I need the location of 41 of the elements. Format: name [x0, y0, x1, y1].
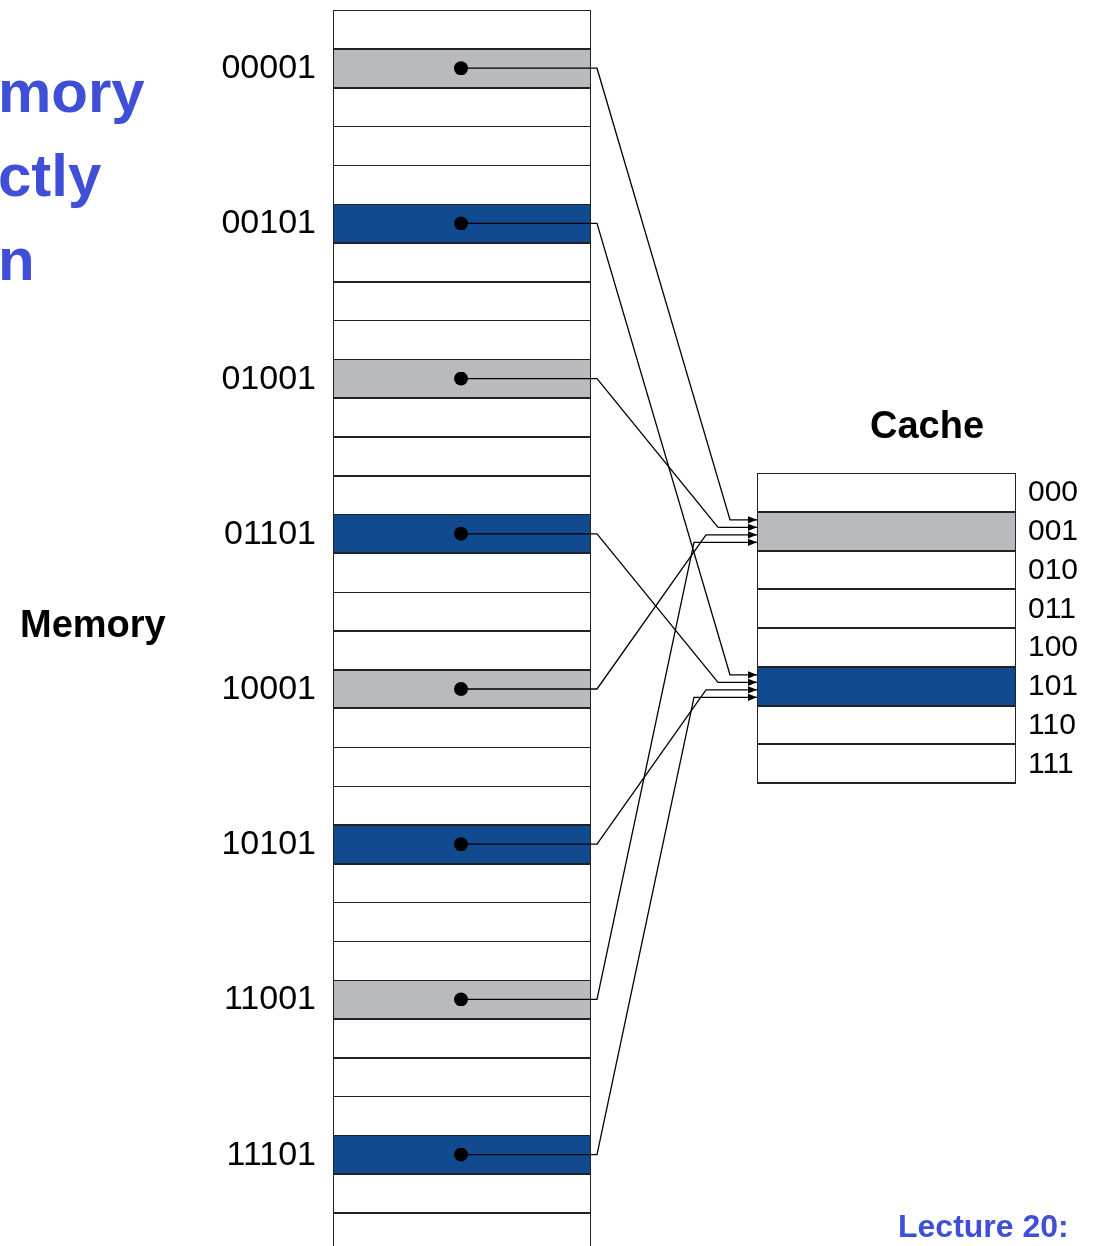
memory-block: [333, 980, 591, 1019]
address-label: 00101: [220, 202, 316, 242]
memory-block: [333, 669, 591, 709]
index-label: 101: [1028, 668, 1079, 703]
memory-block: [333, 514, 591, 554]
arrow: [454, 216, 758, 679]
index-label: 111: [1028, 745, 1074, 780]
cache-block: [757, 744, 1016, 783]
arrow: [454, 538, 758, 1007]
index-label: 011: [1028, 590, 1076, 625]
footer-text: Lecture 20:: [898, 1208, 1069, 1245]
address-label: 00001: [220, 47, 316, 87]
column-heading: Memory: [20, 603, 166, 646]
address-label: 10001: [220, 668, 316, 707]
address-label: 01001: [220, 357, 316, 397]
address-label: 11001: [222, 978, 316, 1018]
cache-block: [757, 589, 1016, 628]
arrow: [454, 686, 758, 852]
cache-block: [757, 628, 1016, 667]
cache-block: [757, 666, 1016, 706]
cache-block: [757, 550, 1016, 590]
memory-block: [333, 204, 591, 243]
memory-block: [333, 824, 591, 864]
slide-title: mory ctly n: [0, 57, 145, 295]
arrow: [454, 371, 758, 531]
address-label: 01101: [222, 512, 316, 552]
address-label: 10101: [220, 823, 316, 863]
index-label: 010: [1028, 551, 1079, 586]
index-label: 100: [1028, 629, 1079, 664]
index-label: 001: [1028, 513, 1079, 548]
arrow: [454, 61, 758, 524]
cache-block: [757, 705, 1016, 745]
index-label: 000: [1028, 474, 1079, 509]
memory-block: [333, 48, 591, 88]
arrow: [454, 693, 758, 1162]
memory-block: [333, 359, 591, 398]
address-label: 11101: [225, 1133, 316, 1173]
cache-block: [757, 511, 1016, 551]
index-label: 110: [1028, 706, 1076, 741]
memory-block: [333, 1135, 591, 1174]
column-heading: Cache: [870, 404, 985, 447]
